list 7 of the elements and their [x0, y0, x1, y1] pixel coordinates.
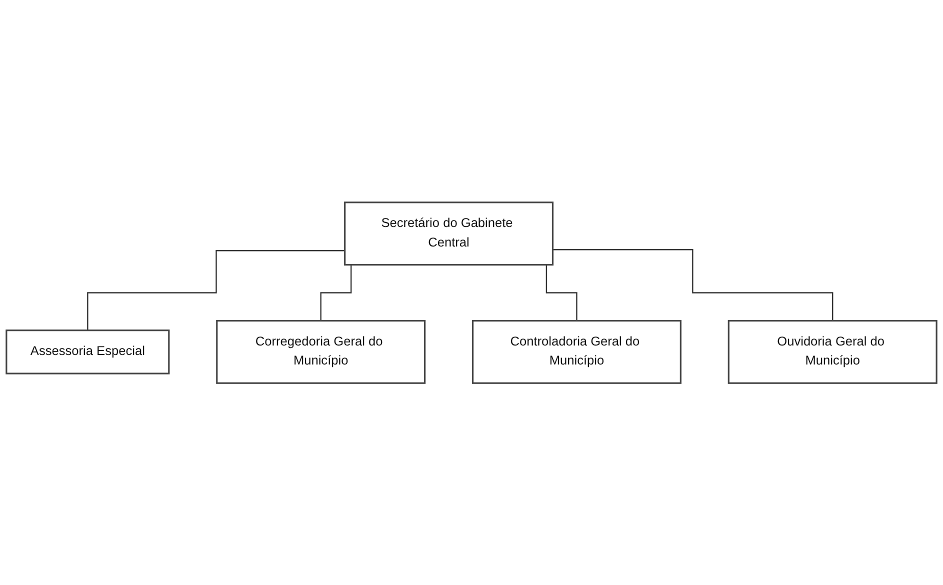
node-box: Ouvidoria Geral do Município [728, 320, 938, 384]
connector [87, 250, 345, 331]
node-box: Controladoria Geral do Município [472, 320, 682, 384]
node-box: Secretário do Gabinete Central [344, 201, 554, 266]
node-box: Corregedoria Geral do Município [216, 320, 426, 384]
node-box: Assessoria Especial [6, 329, 170, 374]
connector [552, 248, 834, 322]
